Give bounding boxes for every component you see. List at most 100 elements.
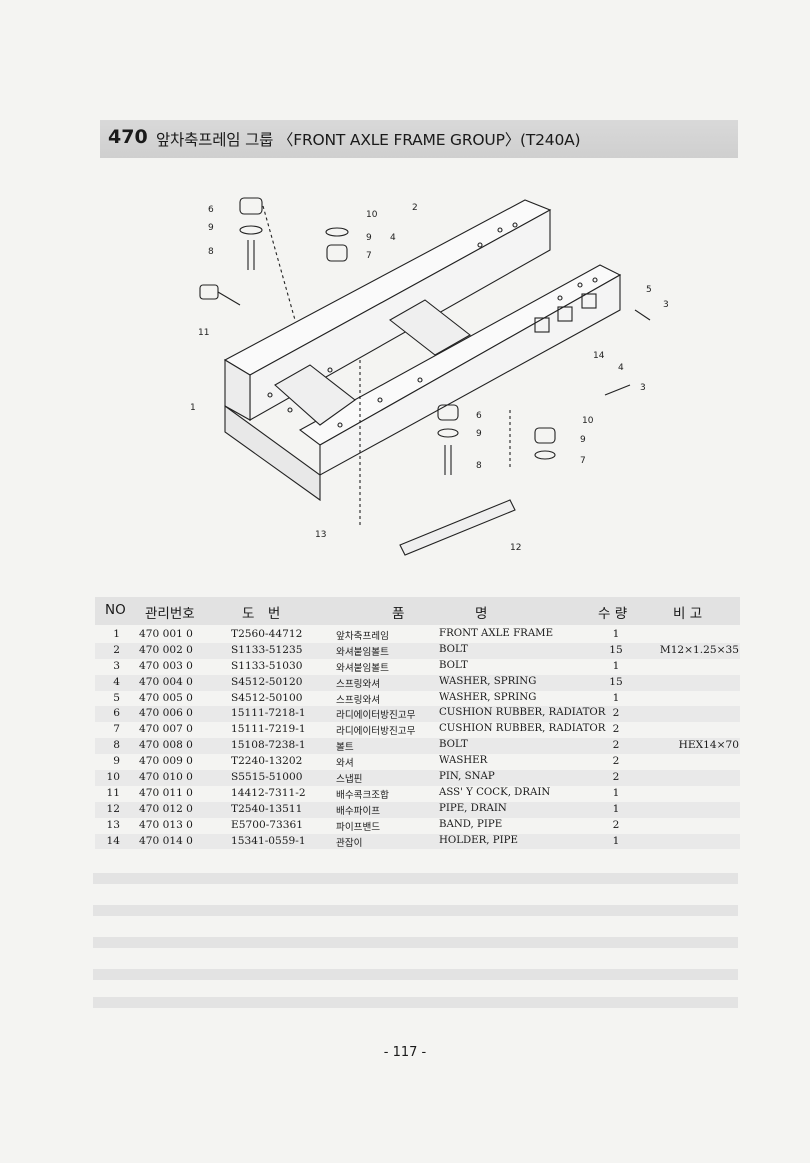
callout-9: 9	[208, 223, 214, 233]
callout-11: 11	[198, 328, 209, 338]
page-number: - 117 -	[383, 1045, 427, 1060]
cell-qty: 1	[612, 834, 620, 847]
callout-labels: 6 9 8 10 9 7 2 4 11 5 3 14 4 3 1 6 9 8 1…	[190, 203, 669, 553]
cell-name-en: HOLDER, PIPE	[439, 834, 518, 846]
cell-mgmt-no: 470 001 0	[139, 628, 193, 640]
cell-no: 9	[113, 755, 120, 768]
callout-3: 3	[663, 300, 669, 310]
cell-name-kr: 관잡이	[336, 837, 363, 849]
cell-name-kr: 와셔	[336, 758, 354, 770]
cell-name-en: WASHER	[439, 755, 488, 767]
header-no: NO	[105, 602, 126, 618]
cell-name-en: WASHER, SPRING	[439, 691, 537, 703]
cell-drawing-no: S5515-51000	[231, 771, 303, 784]
callout-6b: 6	[476, 411, 482, 421]
callout-4: 4	[390, 233, 396, 243]
cell-drawing-no: 15341-0559-1	[231, 834, 306, 847]
cell-remarks: HEX14×70	[678, 739, 739, 752]
cell-name-kr: 배수콕크조합	[336, 789, 389, 801]
cell-name-kr: 라디에이터방진고무	[336, 726, 416, 738]
cell-name-kr: 와셔붙임볼트	[336, 662, 389, 674]
cell-name-en: ASS' Y COCK, DRAIN	[439, 786, 551, 798]
cell-qty: 15	[609, 643, 623, 656]
parts-table-body: 1 470 001 0 T2560-44712 앞차축프레임 FRONT AXLE FR…	[95, 627, 740, 850]
cell-drawing-no: S4512-50100	[231, 691, 303, 704]
blank-row-band	[93, 905, 738, 916]
table-row: 2 470 002 0 S1133-51235 와셔붙임볼트 BOLT 15 M12×1.2…	[95, 642, 740, 659]
cell-no: 8	[113, 739, 120, 752]
cell-no: 2	[113, 643, 120, 656]
header-qty: 수 량	[598, 606, 628, 622]
cell-name-kr: 라디에이터방진고무	[336, 710, 416, 722]
cell-qty: 2	[612, 739, 620, 752]
cell-no: 14	[106, 834, 120, 847]
callout-14: 14	[593, 351, 605, 361]
cell-drawing-no: S1133-51235	[231, 643, 303, 656]
callout-3b: 3	[640, 383, 646, 393]
header-name-suffix: 명	[475, 606, 488, 622]
callout-4b: 4	[618, 363, 624, 373]
cell-name-en: FRONT AXLE FRAME	[439, 628, 554, 639]
callout-8b: 8	[476, 461, 482, 471]
cell-name-kr: 배수파이프	[336, 805, 381, 817]
cell-mgmt-no: 470 008 0	[139, 739, 193, 752]
cell-no: 6	[113, 707, 120, 720]
cell-drawing-no: 15108-7238-1	[231, 739, 306, 752]
blank-row-band	[93, 997, 738, 1008]
cell-no: 1	[113, 628, 120, 640]
cell-mgmt-no: 470 002 0	[139, 643, 193, 656]
cell-no: 12	[106, 802, 120, 815]
cell-name-en: PIPE, DRAIN	[439, 802, 507, 814]
cell-name-kr: 앞차축프레임	[336, 631, 389, 642]
cell-mgmt-no: 470 006 0	[139, 707, 193, 720]
cell-no: 4	[113, 675, 120, 688]
cell-name-kr: 볼트	[336, 742, 354, 754]
cell-qty: 1	[612, 659, 620, 672]
cell-qty: 2	[612, 707, 620, 720]
callout-1: 1	[190, 403, 196, 413]
cell-name-en: CUSHION RUBBER, RADIATOR	[439, 723, 606, 735]
cell-mgmt-no: 470 007 0	[139, 723, 193, 736]
cell-mgmt-no: 470 010 0	[139, 771, 193, 784]
cell-drawing-no: T2560-44712	[231, 628, 303, 640]
cell-no: 5	[113, 691, 120, 704]
callout-12: 12	[510, 543, 521, 553]
cell-qty: 1	[612, 786, 620, 799]
cell-name-en: BOLT	[439, 659, 468, 671]
cell-drawing-no: E5700-73361	[231, 818, 303, 831]
cell-name-kr: 와셔붙임볼트	[336, 646, 389, 658]
table-row: 5 470 005 0 S4512-50100 스프링와셔 WASHER, SPRING…	[95, 691, 740, 707]
cell-name-kr: 스프링와셔	[336, 694, 381, 706]
cell-qty: 2	[612, 723, 620, 736]
callout-13: 13	[315, 530, 326, 540]
blank-row-band	[93, 937, 738, 948]
cell-name-kr: 스프링와셔	[336, 678, 381, 690]
cell-mgmt-no: 470 014 0	[139, 834, 193, 847]
cell-mgmt-no: 470 005 0	[139, 691, 193, 704]
cell-drawing-no: S4512-50120	[231, 675, 303, 688]
cell-qty: 2	[612, 771, 620, 784]
callout-9b: 9	[366, 233, 372, 243]
cell-remarks: M12×1.25×35	[659, 643, 739, 656]
callout-10b: 10	[582, 416, 594, 426]
cell-no: 10	[106, 771, 120, 784]
blank-row-band	[93, 969, 738, 980]
callout-7b: 7	[580, 456, 586, 466]
cell-name-en: WASHER, SPRING	[439, 675, 537, 687]
cell-drawing-no: 14412-7311-2	[231, 786, 306, 799]
cell-mgmt-no: 470 013 0	[139, 818, 193, 831]
exploded-parts-diagram: 6 9 8 10 9 7 2 4 11 5 3 14 4 3 1 6 9 8 1…	[190, 197, 669, 556]
callout-9d: 9	[580, 435, 586, 445]
callout-10: 10	[366, 210, 378, 220]
cell-name-en: BOLT	[439, 643, 468, 655]
cell-name-kr: 파이프밴드	[336, 821, 381, 833]
